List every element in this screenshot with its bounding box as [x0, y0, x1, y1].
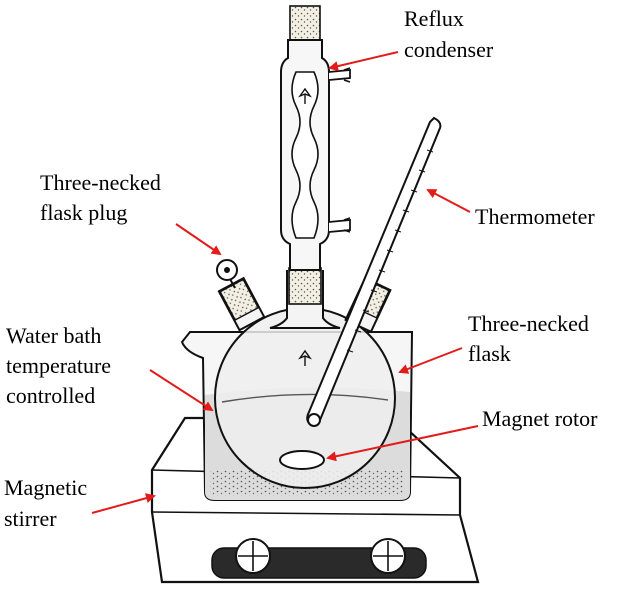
arrow-three-necked-flask [398, 347, 463, 374]
reflux-condenser [280, 5, 351, 271]
thermometer [306, 116, 442, 427]
label-magnetic-stirrer-line2: stirrer [4, 506, 57, 531]
label-flask-plug-line2: flask plug [40, 200, 128, 225]
arrow-thermometer [426, 189, 471, 213]
arrow-flask-plug [175, 223, 222, 256]
arrow-magnet-rotor [326, 425, 479, 462]
label-reflux-condenser-line1: Reflux [404, 6, 464, 31]
label-reflux-condenser-line2: condenser [404, 37, 494, 62]
arrow-reflux-condenser [328, 51, 399, 72]
right-dial-knob-icon [370, 538, 406, 574]
label-water-bath-line1: Water bath [6, 323, 102, 348]
label-flask-plug-line1: Three-necked [40, 170, 161, 195]
magnet-rotor [279, 450, 325, 470]
callout-arrows [91, 51, 479, 514]
center-neck-stopper [288, 267, 322, 305]
label-water-bath-line3: controlled [6, 383, 96, 408]
label-magnetic-stirrer-line1: Magnetic [4, 475, 88, 500]
left-neck-plug [219, 278, 260, 321]
label-three-necked-flask-line1: Three-necked [468, 311, 589, 336]
label-water-bath-line2: temperature [6, 353, 112, 378]
three-necked-flask [214, 259, 396, 489]
label-thermometer: Thermometer [475, 204, 595, 229]
condenser-top-stopper [289, 5, 321, 41]
label-three-necked-flask-line2: flask [468, 341, 511, 366]
label-magnet-rotor: Magnet rotor [482, 406, 598, 431]
arrow-water-bath [149, 369, 214, 412]
left-dial-knob-icon [235, 538, 271, 574]
plug-handle [216, 259, 238, 289]
arrow-magnetic-stirrer [91, 493, 156, 514]
